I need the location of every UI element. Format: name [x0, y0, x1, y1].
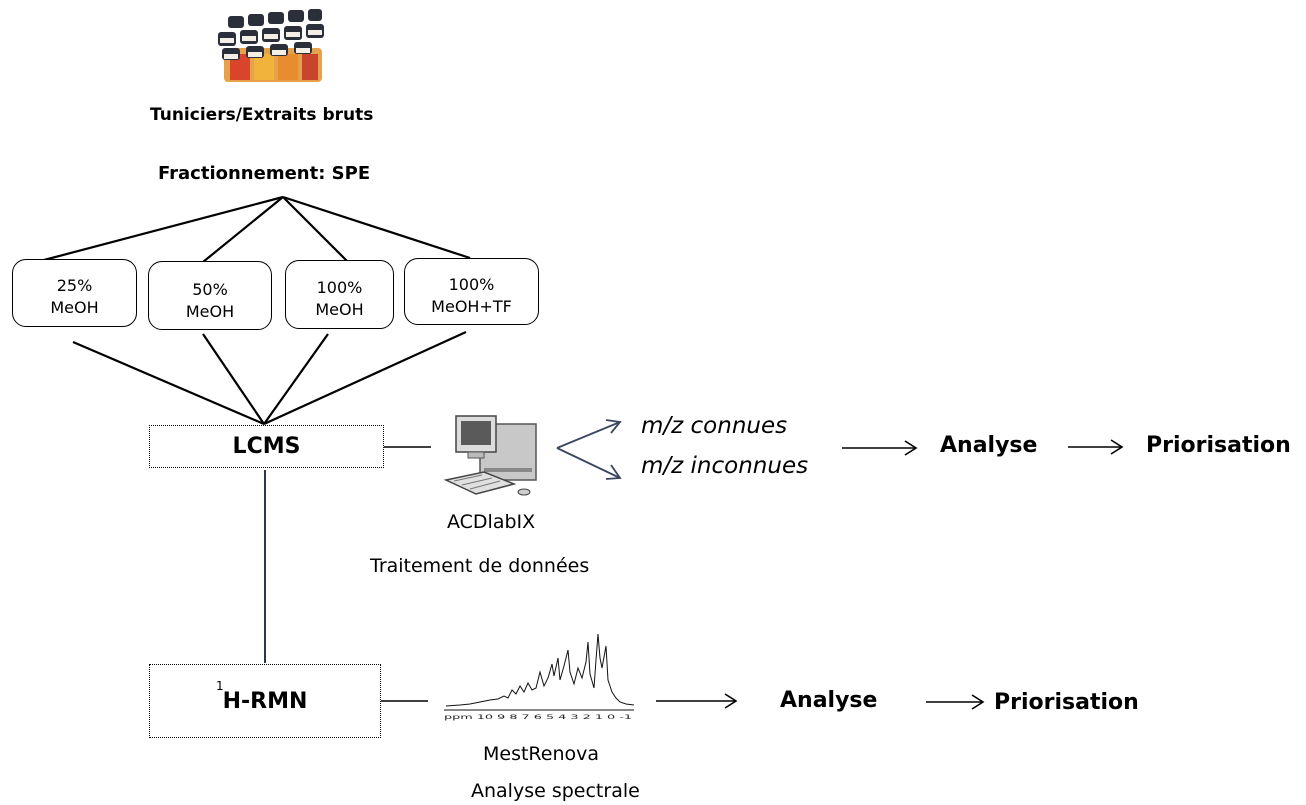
nmr-box: 1 H-RMN	[149, 664, 381, 738]
lcms-label: LCMS	[232, 434, 301, 459]
nmr-analysis-label: Analyse	[780, 688, 878, 713]
fraction-box-4: 100% MeOH+TF	[404, 258, 539, 325]
nmr-superscript: 1	[216, 679, 224, 693]
nmr-software-task: Analyse spectrale	[471, 780, 640, 802]
nmr-software-name: MestRenova	[483, 743, 600, 765]
nmr-spectrum-ticks: ppm 10 9 8 7 6 5 4 3 2 1 0 -1	[444, 714, 632, 721]
branch-known-mz: m/z connues	[641, 413, 788, 439]
fraction-3-line2: MeOH	[315, 300, 364, 319]
fraction-3-line1: 100%	[316, 278, 363, 297]
nmr-prioritization-label: Priorisation	[994, 690, 1139, 715]
nmr-label: H-RMN	[222, 688, 308, 714]
fraction-box-3: 100% MeOH	[285, 260, 394, 329]
fraction-box-2: 50% MeOH	[148, 261, 272, 330]
branch-unknown-mz: m/z inconnues	[641, 453, 809, 479]
lcms-box: LCMS	[149, 425, 384, 468]
computer-icon	[443, 415, 537, 496]
sample-vials-icon	[218, 9, 324, 82]
lcms-analysis-label: Analyse	[940, 433, 1038, 458]
fraction-2-line2: MeOH	[185, 302, 235, 321]
fractionation-title: Fractionnement: SPE	[158, 163, 371, 184]
fraction-2-line1: 50%	[192, 280, 228, 299]
fraction-1-line1: 25%	[56, 276, 93, 295]
fraction-4-line2: MeOH+TF	[431, 297, 512, 316]
fraction-box-1: 25% MeOH	[12, 259, 137, 327]
lcms-prioritization-label: Priorisation	[1146, 433, 1291, 458]
fraction-1-line2: MeOH	[50, 298, 99, 317]
fraction-4-line1: 100%	[448, 275, 495, 294]
source-label: Tuniciers/Extraits bruts	[150, 105, 374, 125]
lcms-software-task: Traitement de données	[370, 555, 590, 577]
lcms-software-name: ACDlabIX	[447, 511, 536, 533]
nmr-spectrum-icon: ppm 10 9 8 7 6 5 4 3 2 1 0 -1	[444, 633, 635, 721]
